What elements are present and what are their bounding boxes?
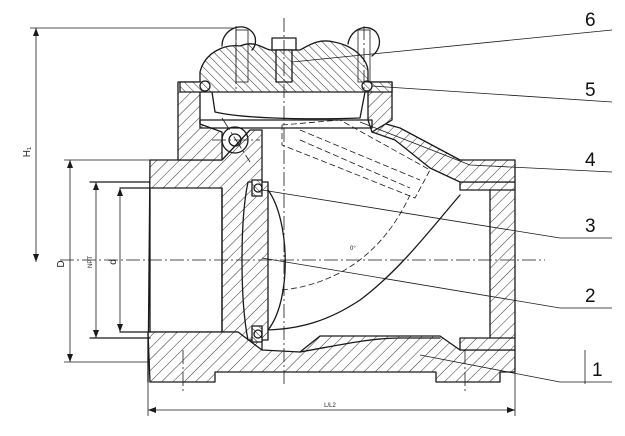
center-lines [60, 18, 545, 392]
part-number-1: 1 [592, 360, 603, 381]
valve-bonnet [179, 26, 393, 120]
swing-angle-mark: 0° [350, 246, 356, 252]
hinge-arm [281, 119, 431, 199]
dim-label-length: L/L2 [324, 403, 336, 409]
dim-label-thread: NPT [88, 256, 94, 268]
dim-label-outer-diameter: D [56, 260, 67, 267]
part-number-3: 3 [585, 216, 596, 237]
dimension-lines [30, 27, 516, 416]
swing-arc [281, 194, 411, 291]
part-number-5: 5 [585, 80, 596, 101]
part-number-2: 2 [585, 286, 596, 307]
part-number-4: 4 [585, 150, 596, 171]
dim-label-bore: d [108, 259, 119, 265]
valve-body [89, 81, 516, 383]
part-number-6: 6 [585, 10, 596, 31]
seat-ring [251, 179, 263, 343]
dim-label-height: H₁ [22, 146, 33, 157]
leader-lines [261, 29, 613, 384]
